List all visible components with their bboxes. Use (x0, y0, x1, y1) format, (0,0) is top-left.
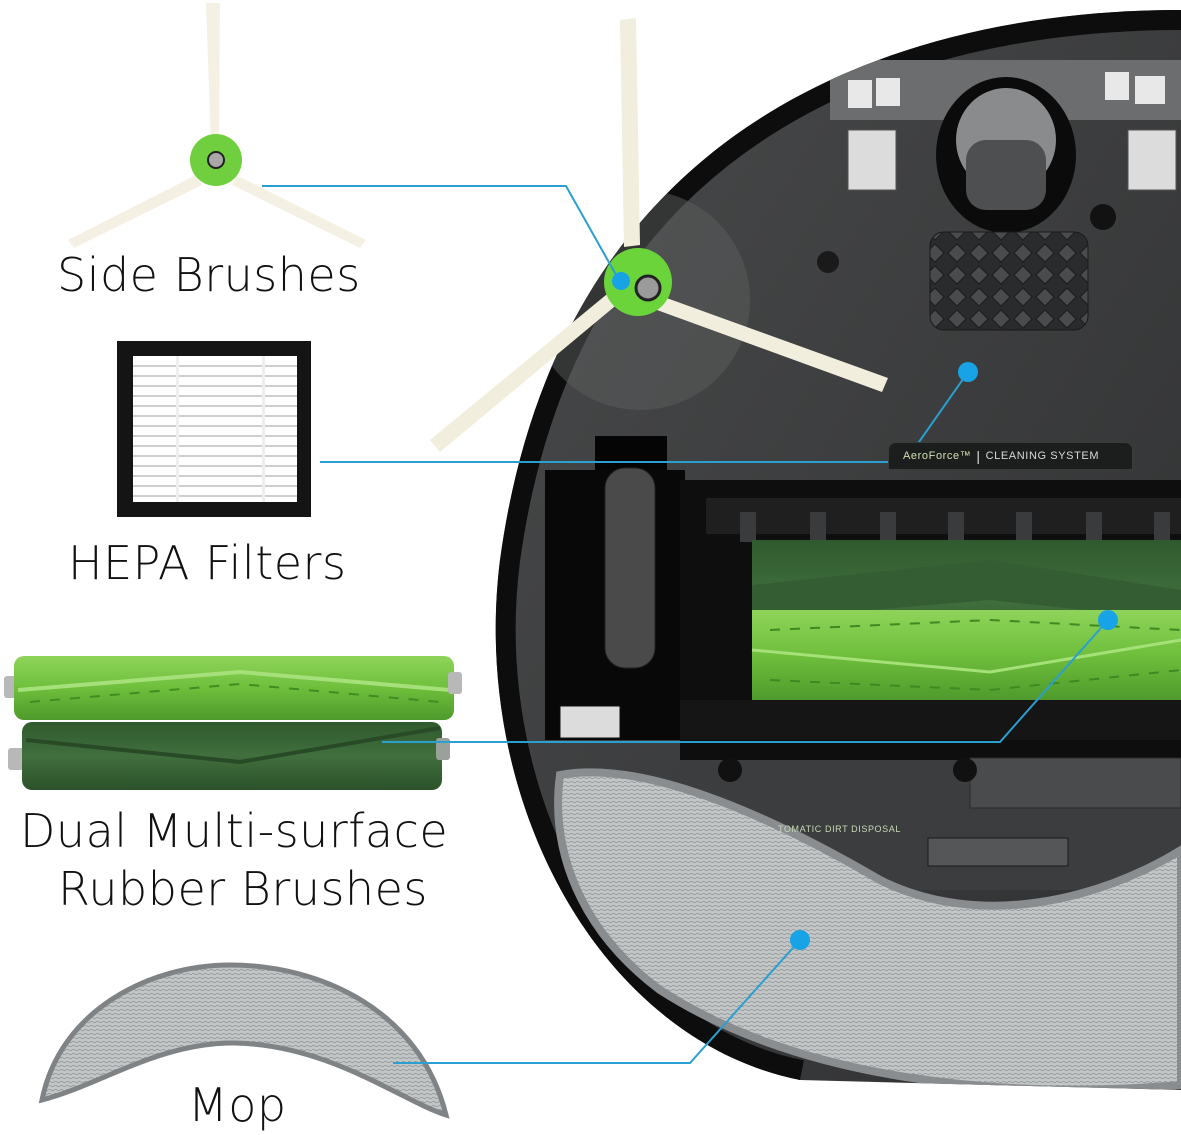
callout-rubber-brush (382, 619, 1109, 743)
side-brush-on-robot-image (430, 18, 888, 452)
aeroforce-text: AeroForce™ (903, 450, 972, 462)
callout-mop (393, 939, 801, 1064)
aeroforce-badge: AeroForce™ | CLEANING SYSTEM (888, 442, 1133, 470)
mop-product-image (38, 962, 450, 1119)
label-rubber-brushes: Rubber Brushes (58, 862, 428, 916)
callout-dot-rubber-brush (1098, 610, 1118, 630)
callout-dot-mop (790, 930, 810, 950)
callout-dot-hepa (958, 362, 978, 382)
robot-vacuum-underside (495, 10, 1181, 1090)
aeroforce-separator: | (976, 448, 981, 464)
label-mop: Mop (188, 1078, 287, 1132)
callout-side-brush (262, 185, 621, 283)
callout-dot-side-brush (612, 272, 630, 290)
label-side-brushes: Side Brushes (57, 248, 361, 302)
hepa-filter-product-image (117, 341, 311, 517)
dirt-disposal-text: TOMATIC DIRT DISPOSAL (778, 824, 901, 834)
label-hepa-filters: HEPA Filters (68, 536, 347, 590)
rubber-brushes-product-image (4, 656, 462, 790)
side-brush-product-image (68, 3, 366, 248)
callout-dots (612, 272, 1118, 950)
cleaning-system-text: CLEANING SYSTEM (985, 450, 1100, 462)
label-dual-multi-surface: Dual Multi-surface (20, 804, 449, 858)
